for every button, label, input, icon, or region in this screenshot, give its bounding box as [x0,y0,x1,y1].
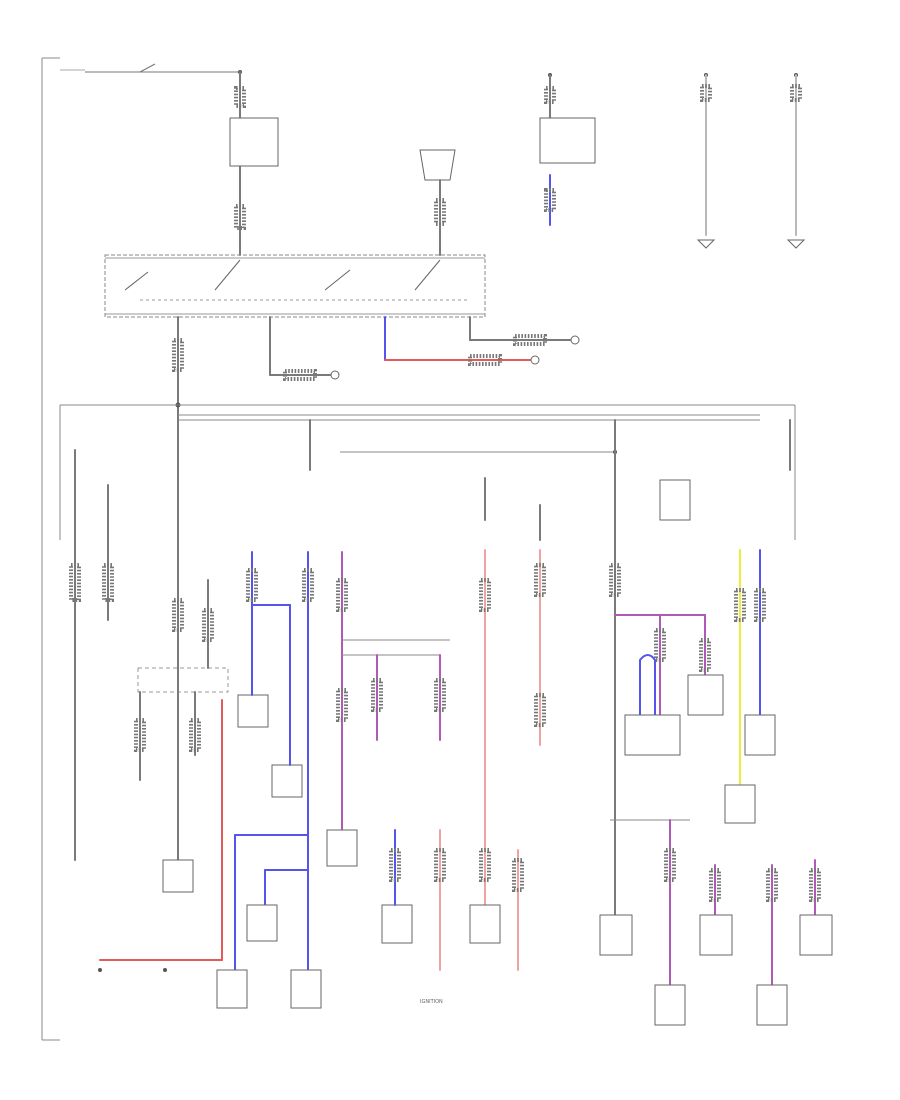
left-frame [41,57,85,1041]
top-right-grounds [696,73,806,249]
switch-contact-icon [139,63,156,73]
top-sensor [419,149,456,256]
top-fuse-circuit [85,63,279,256]
ignition-label: IGNITION [420,999,443,1005]
ignition-switch-block [104,254,486,318]
switch-contact-icon [214,259,241,291]
right-branch [599,479,833,1026]
switch-contact-icon [324,269,351,291]
ground-symbol-icon [786,239,806,249]
main-bus [59,316,796,916]
switch-contact-icon [414,259,441,291]
left-junction [98,549,322,1009]
switch-contact-icon [124,271,149,291]
top-right-relay [539,73,596,226]
ground-symbol-icon [696,239,716,249]
ignition-outputs [269,316,580,381]
center-branch: IGNITION [326,549,546,1005]
